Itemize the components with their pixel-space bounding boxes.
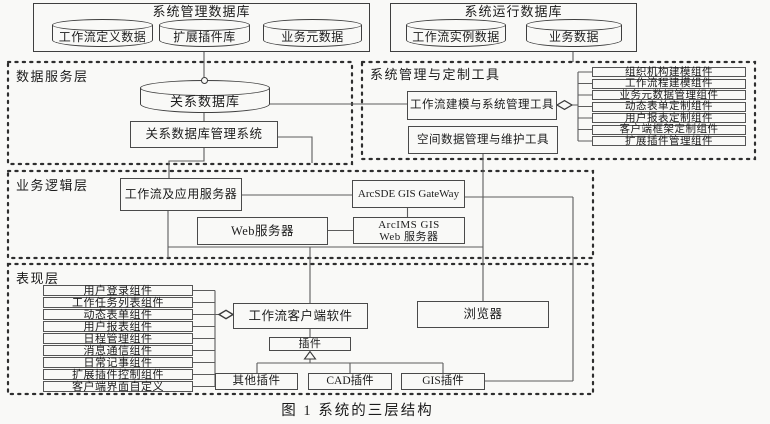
- plugin-box: 插件: [269, 337, 351, 351]
- web-server-box: Web服务器: [197, 217, 328, 245]
- component-plugin-mgmt: 扩展插件管理组件: [592, 136, 746, 146]
- mgmt-tools-label: 系统管理与定制工具: [370, 67, 501, 82]
- data-service-layer-frame: [6, 60, 354, 166]
- cylinder-extension-plugin-library: 扩展插件库: [158, 19, 251, 47]
- component-dynamic-form-custom: 动态表单定制组件: [592, 101, 746, 112]
- data-service-layer-label: 数据服务层: [16, 69, 89, 84]
- gis-plugin-box: GIS插件: [401, 373, 485, 390]
- component-org-modeling: 组织机构建模组件: [592, 67, 746, 77]
- system-mgmt-database-title: 系统管理数据库: [152, 4, 251, 19]
- browser-box: 浏览器: [417, 301, 549, 328]
- cylinder-business-data: 业务数据: [525, 19, 623, 47]
- rdbms-box: 关系数据库管理系统: [130, 121, 278, 148]
- system-runtime-database-title: 系统运行数据库: [464, 4, 563, 19]
- component-user-login: 用户登录组件: [43, 285, 193, 296]
- cylinder-business-metadata: 业务元数据: [262, 19, 363, 47]
- connection-node: [200, 77, 208, 84]
- presentation-layer-frame: [6, 262, 595, 396]
- cylinder-workflow-definition-data: 工作流定义数据: [51, 19, 154, 47]
- business-logic-layer-frame: [6, 169, 595, 260]
- aggregation-diamond-client: [217, 309, 235, 320]
- aggregation-diamond-tools: [555, 99, 574, 111]
- component-schedule-mgmt: 日程管理组件: [43, 333, 193, 344]
- workflow-client-software-box: 工作流客户端软件: [233, 303, 368, 329]
- arcsde-gateway-box: ArcSDE GIS GateWay: [352, 180, 465, 208]
- workflow-app-server-box: 工作流及应用服务器: [120, 178, 242, 211]
- component-task-list: 工作任务列表组件: [43, 297, 193, 308]
- workflow-modeling-tool-box: 工作流建模与系统管理工具: [407, 91, 557, 120]
- business-logic-layer-label: 业务逻辑层: [16, 178, 89, 193]
- component-dynamic-form: 动态表单组件: [43, 309, 193, 320]
- component-workflow-modeling: 工作流程建模组件: [592, 78, 746, 89]
- component-ui-customize: 客户端界面自定义: [43, 381, 193, 392]
- component-metadata-mgmt: 业务元数据管理组件: [592, 90, 746, 100]
- mgmt-tools-frame: [360, 60, 757, 161]
- spatial-data-tool-box: 空间数据管理与维护工具: [408, 126, 558, 154]
- figure-caption: 图 1 系统的三层结构: [281, 403, 434, 419]
- component-daily-notes: 日常记事组件: [43, 357, 193, 368]
- component-message-comm: 消息通信组件: [43, 345, 193, 356]
- component-plugin-control: 扩展插件控制组件: [43, 369, 193, 380]
- cad-plugin-box: CAD插件: [308, 373, 392, 390]
- component-report-custom: 用户报表定制组件: [592, 113, 746, 123]
- generalization-triangle: [303, 350, 317, 360]
- other-plugin-box: 其他插件: [215, 373, 298, 390]
- component-client-frame-custom: 客户端框架定制组件: [592, 124, 746, 135]
- cylinder-workflow-instance-data: 工作流实例数据: [405, 19, 507, 47]
- arcims-web-server-box: ArcIMS GIS Web 服务器: [353, 217, 465, 244]
- component-user-report: 用户报表组件: [43, 321, 193, 332]
- cylinder-relational-database: 关系数据库: [139, 80, 271, 113]
- presentation-layer-label: 表现层: [16, 271, 60, 286]
